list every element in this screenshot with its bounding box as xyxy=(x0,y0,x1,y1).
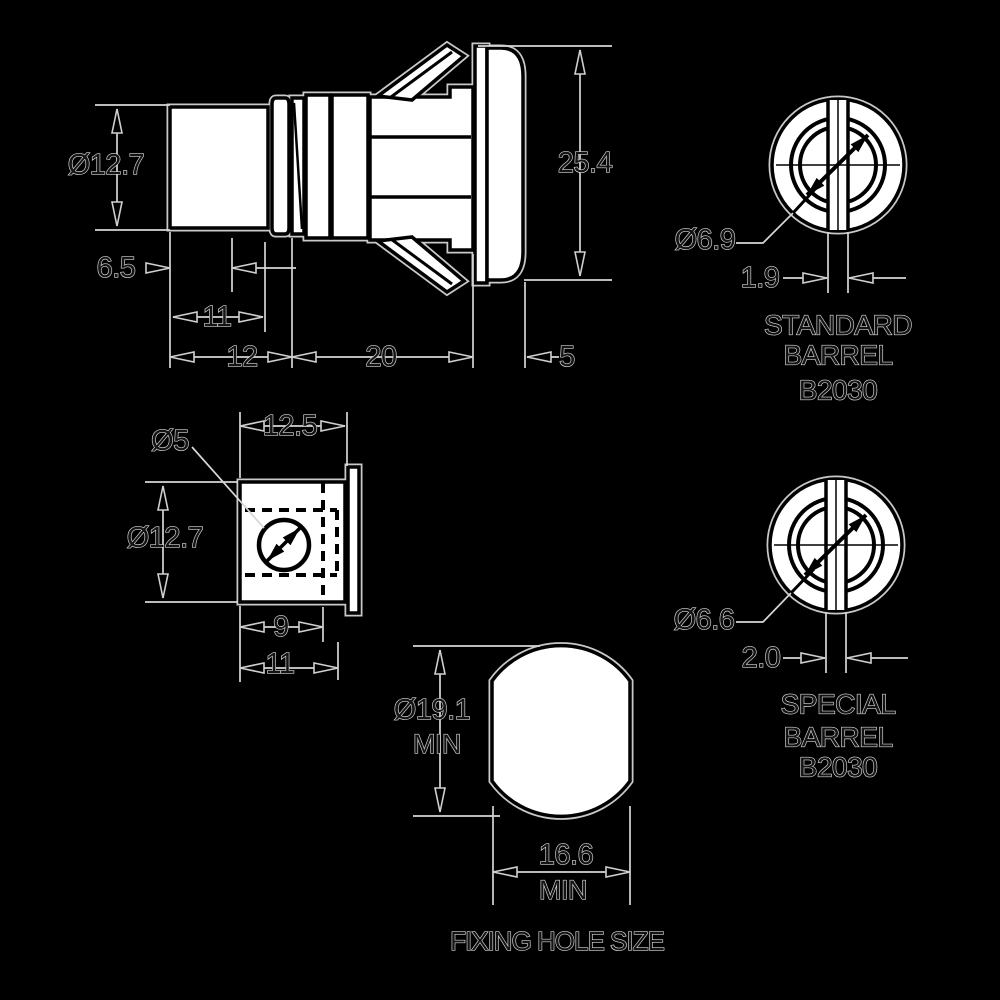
side-view-details xyxy=(292,50,471,286)
dim-head-dia: 25.4 xyxy=(558,147,613,179)
dim-inner-width: 9 xyxy=(273,611,289,643)
dim-clip-len: 20 xyxy=(365,341,396,373)
barrel-label-line1: STANDARD xyxy=(764,310,912,341)
dim-panel-gap: 6.5 xyxy=(97,252,136,284)
dim-front-len: 12 xyxy=(226,341,257,373)
dim-hole-width: 16.6 xyxy=(539,839,593,871)
standard-barrel-face xyxy=(776,100,900,230)
special-barrel-face xyxy=(774,480,898,610)
leader-line xyxy=(191,446,265,529)
barrel-label-line2: BARREL xyxy=(783,340,892,371)
cam-view-dimensions xyxy=(145,412,348,682)
barrel-label-line1: SPECIAL xyxy=(781,689,896,720)
standard-barrel-labels: Ø6.9 1.9 STANDARD BARREL B2030 xyxy=(674,223,913,406)
dim-keyway-width: 2.0 xyxy=(742,642,781,674)
barrel-label-line3: B2030 xyxy=(799,752,877,783)
cam-view-labels: 12.5 Ø5 Ø12.7 9 11 xyxy=(126,409,318,680)
dim-body-dia: Ø12.7 xyxy=(68,149,145,181)
leader-line xyxy=(736,212,794,244)
dim-body-len: 11 xyxy=(202,301,231,333)
dim-head-depth: 5 xyxy=(559,341,575,373)
dim-hole-width-min: MIN xyxy=(539,875,587,905)
rotation-arrow xyxy=(265,526,302,563)
rotation-arrow xyxy=(803,513,868,577)
standard-barrel-dimensions xyxy=(736,185,906,293)
cam-view-details xyxy=(245,483,339,601)
dim-outer-width: 11 xyxy=(265,648,294,680)
barrel-label-line2: BARREL xyxy=(783,722,892,753)
dim-hole-dia: Ø19.1 xyxy=(394,694,471,726)
dim-keyway-width: 1.9 xyxy=(741,262,780,294)
dim-hole-dia-min: MIN xyxy=(413,729,461,759)
fixing-hole-caption: FIXING HOLE SIZE xyxy=(450,926,664,956)
dim-cam-dia: Ø5 xyxy=(151,425,189,457)
cam-screw-hole xyxy=(256,517,312,573)
special-barrel-dimensions xyxy=(736,567,908,673)
dim-barrel-dia: Ø6.9 xyxy=(675,224,736,256)
rotation-arrow xyxy=(805,133,870,197)
dim-top-width: 12.5 xyxy=(263,410,317,442)
barrel-label-line3: B2030 xyxy=(799,375,877,406)
dim-body-dia: Ø12.7 xyxy=(127,522,204,554)
leader-line xyxy=(736,592,792,623)
side-view-dimensions xyxy=(95,45,612,368)
dim-barrel-dia: Ø6.6 xyxy=(674,604,735,636)
side-view-labels: Ø12.7 6.5 11 12 20 5 25.4 xyxy=(67,146,614,373)
special-barrel-labels: Ø6.6 2.0 SPECIAL BARREL B2030 xyxy=(673,603,897,783)
fixing-hole-dimensions xyxy=(413,645,631,905)
fixing-hole-labels: Ø19.1 MIN 16.6 MIN FIXING HOLE SIZE xyxy=(393,693,666,956)
